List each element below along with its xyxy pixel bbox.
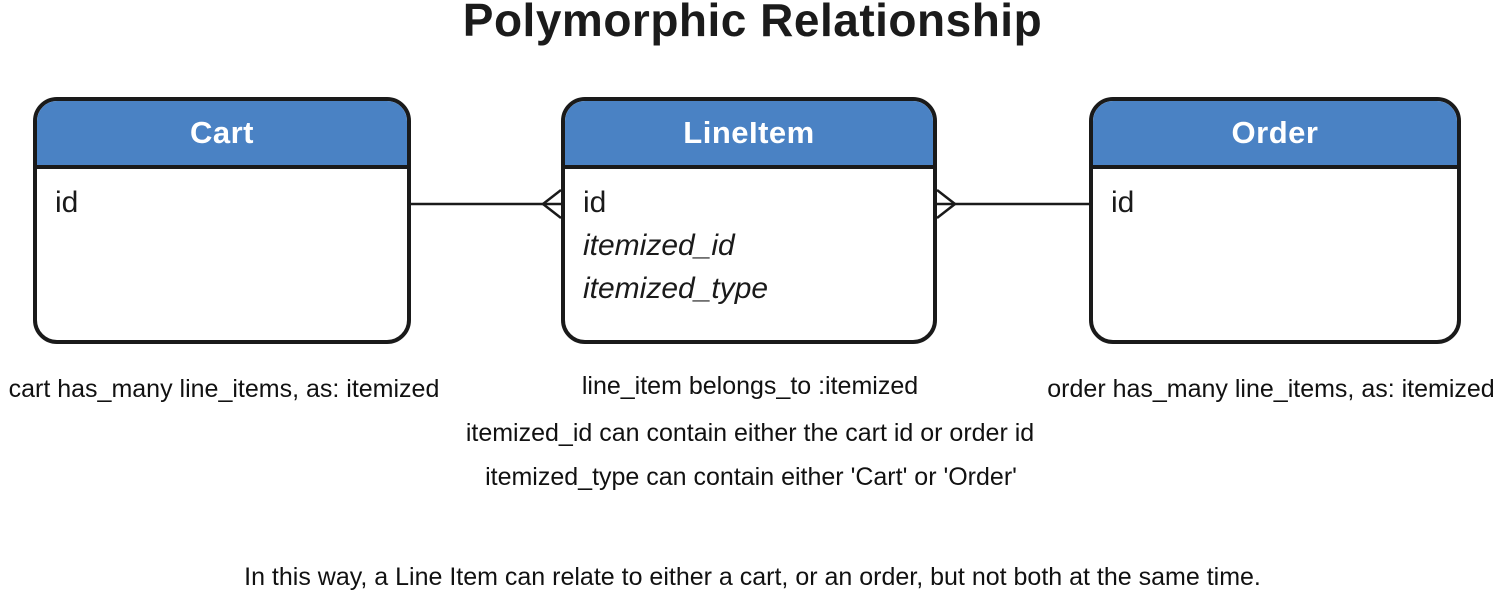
field-lineitem-itemized-type: itemized_type	[583, 272, 769, 305]
cart-lineitem-connector	[411, 189, 562, 219]
entity-order-title: Order	[1093, 101, 1457, 169]
lineitem-order-connector	[936, 189, 1089, 219]
note-lineitem-relation: line_item belongs_to :itemized	[581, 372, 919, 400]
entity-order-fields: id	[1093, 169, 1457, 224]
entity-cart: Cart id	[33, 97, 411, 344]
entity-order: Order id	[1089, 97, 1461, 344]
diagram-title: Polymorphic Relationship	[462, 0, 1043, 46]
note-order-relation: order has_many line_items, as: itemized	[1047, 375, 1495, 403]
entity-lineitem-fields: id itemized_id itemized_type	[565, 169, 933, 310]
entity-cart-fields: id	[37, 169, 407, 224]
field-lineitem-id: id	[583, 186, 607, 219]
note-itemized-type: itemized_type can contain either 'Cart' …	[485, 463, 1017, 491]
entity-cart-title: Cart	[37, 101, 407, 169]
field-order-id: id	[1111, 186, 1135, 219]
note-itemized-id: itemized_id can contain either the cart …	[465, 419, 1035, 447]
footer-explanation: In this way, a Line Item can relate to e…	[244, 563, 1261, 591]
entity-lineitem: LineItem id itemized_id itemized_type	[561, 97, 937, 344]
field-lineitem-itemized-id: itemized_id	[583, 229, 735, 262]
entity-lineitem-title: LineItem	[565, 101, 933, 169]
note-cart-relation: cart has_many line_items, as: itemized	[8, 375, 440, 403]
field-cart-id: id	[55, 186, 79, 219]
